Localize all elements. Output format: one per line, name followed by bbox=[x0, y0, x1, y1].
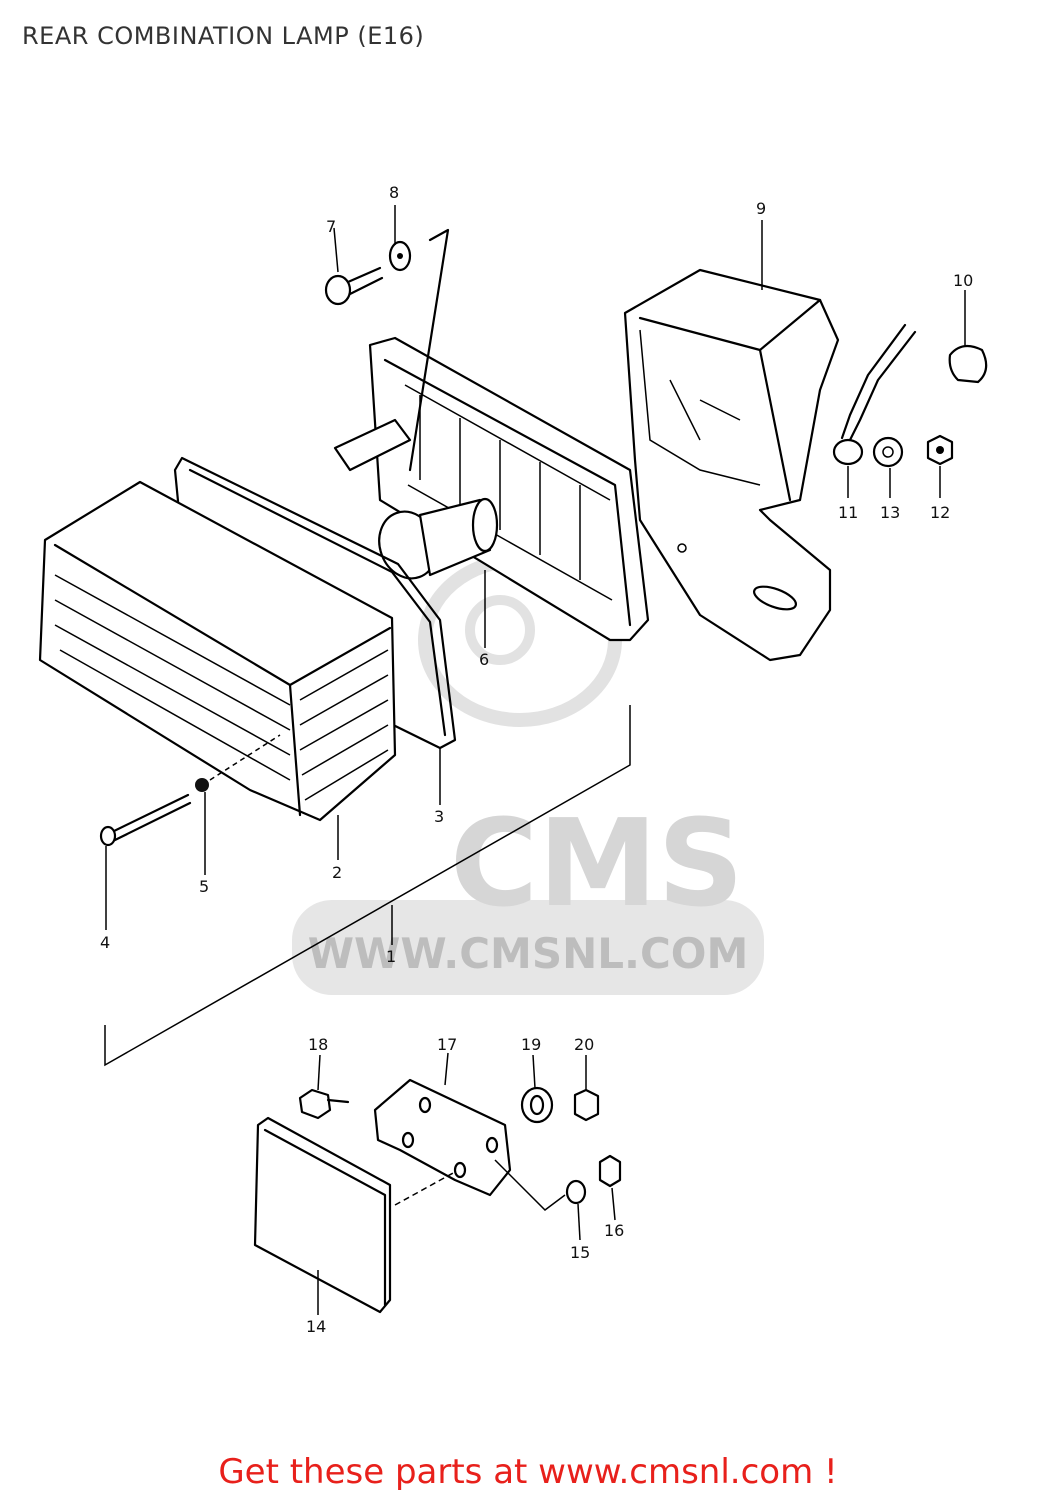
callout-3: 3 bbox=[434, 807, 444, 826]
callout-10: 10 bbox=[953, 271, 973, 290]
watermark-logo: CMS bbox=[450, 795, 744, 934]
part-20-nut bbox=[573, 1088, 600, 1122]
leader-lines bbox=[105, 205, 966, 1315]
callout-14: 14 bbox=[306, 1317, 326, 1336]
part-4-screw bbox=[110, 793, 190, 834]
assembly-bracket bbox=[104, 705, 631, 1067]
part-10-grommet bbox=[948, 344, 988, 384]
part-7-screw bbox=[324, 274, 352, 306]
callout-12: 12 bbox=[930, 503, 950, 522]
part-9-housing-bracket bbox=[623, 268, 840, 662]
callout-18: 18 bbox=[308, 1035, 328, 1054]
callout-9: 9 bbox=[756, 199, 766, 218]
callout-15: 15 bbox=[570, 1243, 590, 1262]
part-1-lamp-base bbox=[368, 336, 650, 642]
part-5-washer bbox=[195, 778, 209, 792]
part-3-gasket bbox=[173, 456, 457, 750]
part-14-reflector bbox=[253, 1116, 392, 1314]
page-title: REAR COMBINATION LAMP (E16) bbox=[22, 22, 425, 50]
callout-17: 17 bbox=[437, 1035, 457, 1054]
callout-6: 6 bbox=[479, 650, 489, 669]
part-19-washer bbox=[520, 1086, 554, 1124]
part-18-bolt bbox=[298, 1088, 332, 1120]
part-2-lens bbox=[38, 480, 397, 822]
watermark-url: WWW.CMSNL.COM bbox=[308, 929, 749, 978]
footer-link[interactable]: Get these parts at www.cmsnl.com ! bbox=[218, 1452, 838, 1492]
part-13-washer bbox=[872, 436, 904, 468]
callout-16: 16 bbox=[604, 1221, 624, 1240]
callout-5: 5 bbox=[199, 877, 209, 896]
callout-13: 13 bbox=[880, 503, 900, 522]
callout-20: 20 bbox=[574, 1035, 594, 1054]
callout-2: 2 bbox=[332, 863, 342, 882]
part-17-bracket bbox=[373, 1078, 512, 1197]
part-15-washer bbox=[565, 1179, 587, 1205]
part-11-spacer bbox=[832, 438, 864, 466]
callout-1: 1 bbox=[386, 947, 396, 966]
callout-7: 7 bbox=[326, 217, 336, 236]
watermark: CMS WWW.CMSNL.COM bbox=[292, 553, 764, 995]
cable bbox=[848, 330, 917, 442]
callout-labels: 1 2 3 4 5 6 7 8 9 10 11 12 13 14 15 16 1… bbox=[100, 183, 973, 1336]
callout-4: 4 bbox=[100, 933, 110, 952]
callout-11: 11 bbox=[838, 503, 858, 522]
socket bbox=[333, 418, 412, 472]
callout-8: 8 bbox=[389, 183, 399, 202]
part-16-nut bbox=[598, 1154, 622, 1188]
callout-19: 19 bbox=[521, 1035, 541, 1054]
